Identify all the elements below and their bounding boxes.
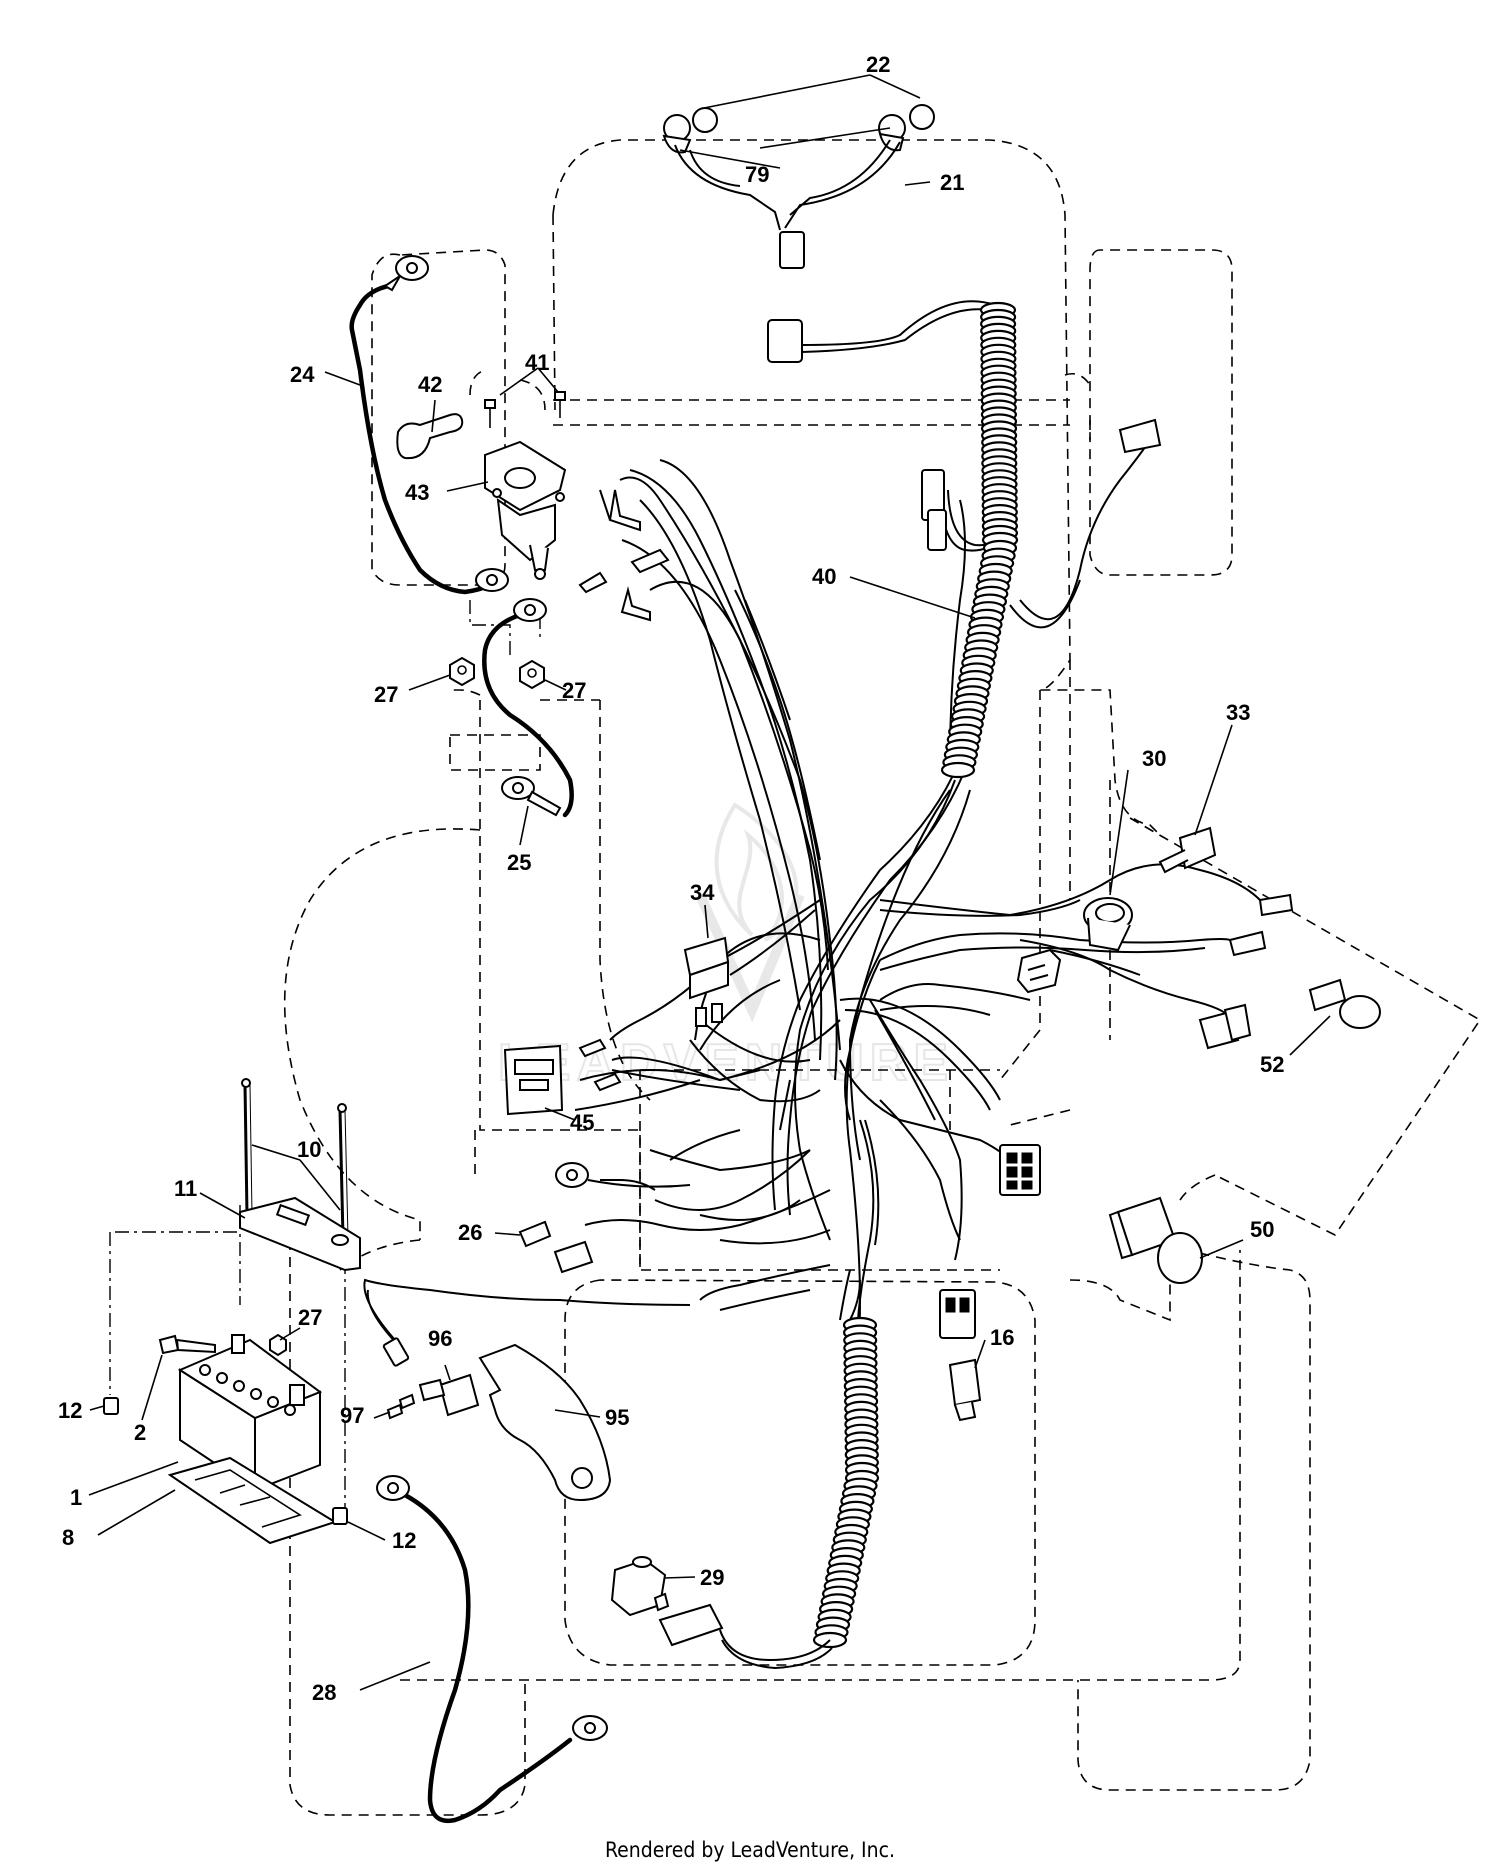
callout-12a: 12 [58,1398,82,1423]
watermark: LEADVENTURE [497,802,954,1093]
battery-tray [167,1456,338,1545]
square-nut-12-left [103,1397,119,1415]
pto-switch [1108,1196,1203,1284]
battery-cable-24 [349,282,493,595]
chassis-outline [109,139,1482,1816]
hold-down-rods [241,1078,349,1239]
headlight-connector [779,231,805,269]
battery-cable-28 [402,1492,573,1824]
hex-nut-27-lower [269,1333,287,1357]
callout-52: 52 [1260,1052,1284,1077]
conduit-ring [940,761,976,779]
connector-16-housing [939,1289,976,1339]
callout-11: 11 [174,1176,197,1201]
battery-cable-25 [482,612,574,818]
watermark-text: LEADVENTURE [498,1034,954,1092]
brake-switch-connector [653,1592,724,1647]
callout-79: 79 [745,162,769,187]
terminal-boot [396,413,464,460]
battery [177,1334,323,1492]
solenoid-bolts [484,391,566,428]
headlight-switch [683,936,730,1027]
callout-16: 16 [990,1325,1014,1350]
ring-terminal-28-top [376,1475,410,1501]
interlock-switch [418,1373,480,1417]
callout-34: 34 [690,880,715,905]
callout-21: 21 [940,170,964,195]
ground-ring-terminal [555,1162,691,1188]
connector-right-b [1228,930,1267,957]
callout-45: 45 [570,1110,594,1135]
callout-96: 96 [428,1326,452,1351]
bullet-terminal [630,548,670,574]
callout-95: 95 [605,1405,629,1430]
callout-2: 2 [134,1420,146,1445]
callout-29: 29 [700,1565,724,1590]
ring-terminal-25-bottom [501,776,562,817]
callout-41: 41 [525,350,549,375]
spade-terminal-b [620,586,651,622]
callout-28: 28 [312,1680,336,1705]
headlight-harness [674,139,901,231]
leader-lines [88,74,1331,1691]
safety-switch-lead [363,1278,691,1346]
seat-switch [948,1358,982,1422]
callout-97: 97 [340,1403,364,1428]
six-pin-connector [999,1144,1041,1196]
callout-27c: 27 [298,1305,322,1330]
hex-nut-27-right [519,659,545,690]
main-wire-harness [574,300,1265,1360]
ring-terminal-24-bottom [475,568,509,592]
connector-right-d [1223,1003,1252,1042]
footer-credit: Rendered by LeadVenture, Inc. [605,1838,895,1862]
bullet-terminal-b [578,571,608,594]
interlock-bracket [478,1343,612,1502]
callout-42: 42 [418,372,442,397]
switch-screws [386,1393,416,1420]
battery-hold-down [239,1196,361,1272]
hex-nut-27-left [449,656,475,687]
callout-30: 30 [1142,746,1166,771]
callout-8: 8 [62,1525,74,1550]
headlight-assembly [662,104,935,154]
starter-solenoid [484,440,567,580]
callout-40: 40 [812,564,836,589]
harness-plug-top [767,319,803,363]
callout-50: 50 [1250,1217,1274,1242]
callout-22: 22 [866,52,890,77]
safety-switch-plug [382,1337,410,1367]
ring-terminal-25-top [513,598,547,622]
callout-27a: 27 [374,682,398,707]
ignition-switch [1016,897,1133,994]
connector-right-a [1258,893,1294,917]
square-nut-12-right [332,1507,348,1525]
hour-meter [503,1044,564,1116]
callout-33: 33 [1226,700,1250,725]
callout-27b: 27 [562,678,586,703]
callout-26: 26 [458,1220,482,1245]
callout-1: 1 [70,1485,82,1510]
inline-fuse [518,1220,594,1274]
callout-10: 10 [297,1137,321,1162]
harness-conduit-upper [940,301,1019,779]
ring-terminal-28-bottom [572,1715,608,1741]
callout-labels: 22 79 21 24 42 41 43 40 27 27 25 33 30 3… [58,52,1284,1705]
ring-terminal-24-top [383,255,429,292]
callout-25: 25 [507,850,531,875]
battery-bolt [158,1334,216,1355]
ignition-key [1158,826,1217,874]
callout-24: 24 [290,362,315,387]
fuse-holder [1308,978,1381,1029]
battery-tray-ribs [194,1469,302,1528]
brake-switch-lead [719,1629,833,1670]
spade-terminal-a [608,489,641,532]
harness-conduit-lower [812,1316,880,1649]
callout-12b: 12 [392,1528,416,1553]
meter-terminals [578,1038,622,1092]
callout-43: 43 [405,480,429,505]
